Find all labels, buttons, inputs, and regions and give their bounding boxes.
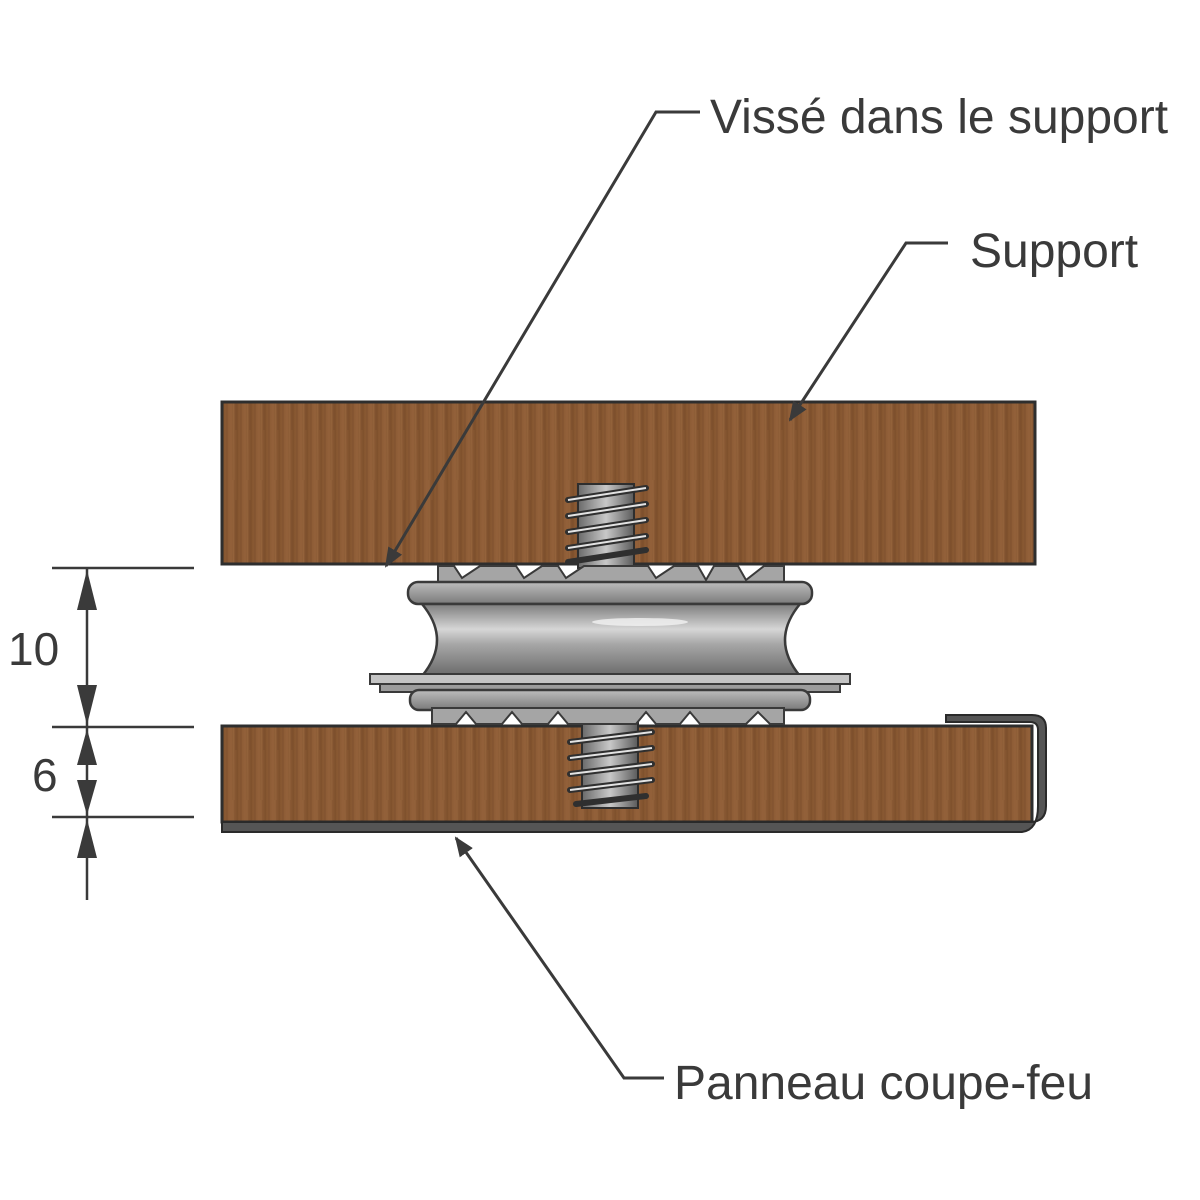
label-fire-panel: Panneau coupe-feu (674, 1057, 1094, 1110)
leader-support (788, 241, 948, 422)
metal-cladding (221, 714, 1047, 833)
dimension-gap-label: 10 (8, 623, 60, 675)
leader-screwed (384, 110, 700, 568)
dimension-arrows (77, 570, 97, 858)
dimension-panel-thickness-label: 6 (32, 749, 58, 801)
label-support: Support (970, 225, 1139, 278)
leader-fire-panel (454, 836, 664, 1080)
dimension-lines (52, 566, 194, 900)
label-screwed-into-support: Vissé dans le support (710, 91, 1169, 144)
lower-screw (567, 717, 655, 809)
spacer-assembly (369, 565, 851, 725)
upper-screw (565, 483, 649, 569)
